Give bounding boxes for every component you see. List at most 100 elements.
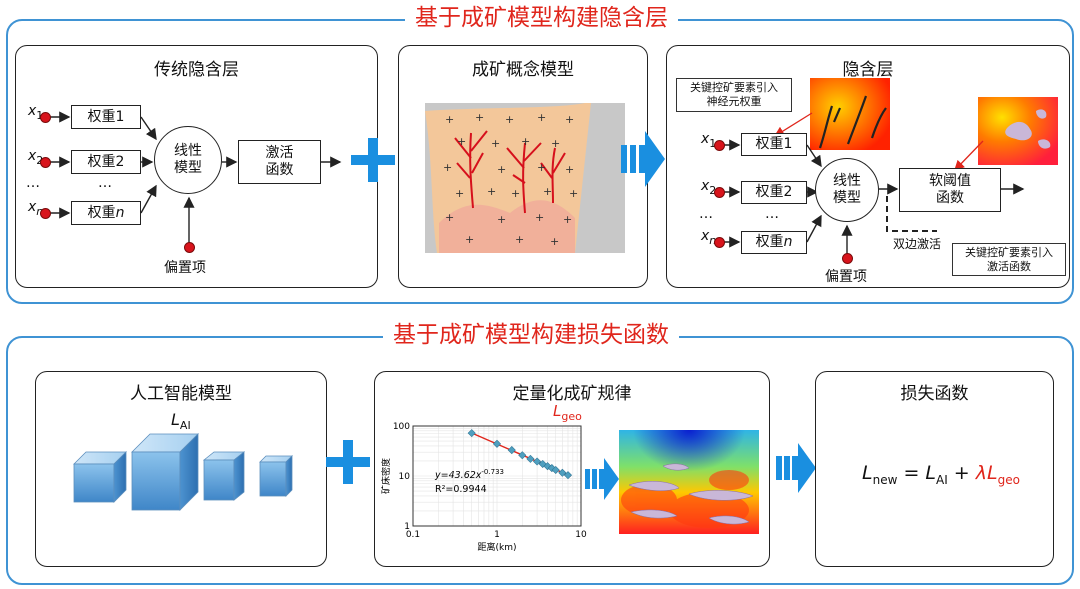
input-xn-label: xn bbox=[701, 228, 717, 247]
svg-text:+: + bbox=[515, 233, 524, 246]
neural-layers-illustration bbox=[73, 433, 293, 511]
x-axis-label: 距离(km) bbox=[477, 541, 516, 553]
input-node-1 bbox=[714, 140, 725, 151]
input-x1-label: x1 bbox=[701, 131, 717, 150]
svg-text:+: + bbox=[445, 113, 454, 126]
data-point bbox=[551, 465, 560, 475]
l-ai-label: LAI bbox=[171, 410, 191, 433]
traditional-hidden-layer-panel: 传统隐含层 x1 x2 … xn 权重1 权重2 … 权重n 线性 模型 偏置项… bbox=[15, 45, 378, 288]
svg-text:+: + bbox=[443, 161, 452, 174]
svg-text:+: + bbox=[505, 113, 514, 126]
y-tick-label: 100 bbox=[393, 422, 410, 432]
arrow-right-icon bbox=[776, 443, 816, 493]
x-tick-label: 0.1 bbox=[406, 530, 420, 540]
weight-dots: … bbox=[765, 206, 779, 222]
y-tick-label: 10 bbox=[399, 472, 411, 482]
r2-label: R²=0.9944 bbox=[435, 484, 487, 495]
input-dots: … bbox=[699, 206, 713, 222]
svg-text:+: + bbox=[565, 113, 574, 126]
input-x1-label: x1 bbox=[28, 103, 43, 122]
heatmap-weights bbox=[810, 78, 890, 150]
svg-text:+: + bbox=[537, 161, 546, 174]
loss-function-panel: 损失函数 Lnew = LAI + λLgeo bbox=[815, 371, 1054, 567]
data-point bbox=[467, 429, 476, 438]
plus-icon bbox=[326, 440, 370, 484]
panel-title: 隐含层 bbox=[842, 60, 894, 80]
data-point bbox=[507, 446, 516, 455]
svg-text:+: + bbox=[457, 135, 466, 148]
ai-model-panel: 人工智能模型 LAI bbox=[35, 371, 327, 567]
weight-dots: … bbox=[98, 175, 112, 191]
knowledge-hidden-layer-panel: 隐含层 关键控矿要素引入 神经元权重 bbox=[666, 45, 1070, 288]
data-point bbox=[533, 457, 542, 466]
loss-formula: Lnew = LAI + λLgeo bbox=[862, 462, 1020, 487]
activation-note: 关键控矿要素引入 激活函数 bbox=[952, 243, 1066, 276]
input-dots: … bbox=[26, 175, 40, 191]
weight-note: 关键控矿要素引入 神经元权重 bbox=[676, 78, 792, 112]
svg-text:+: + bbox=[491, 137, 500, 150]
svg-text:+: + bbox=[537, 111, 546, 124]
soft-threshold-box: 软阈值 函数 bbox=[899, 168, 1001, 212]
svg-text:+: + bbox=[543, 185, 552, 198]
input-node-n bbox=[714, 237, 725, 248]
panel-title: 人工智能模型 bbox=[130, 384, 232, 404]
data-point bbox=[563, 471, 573, 480]
equation-label: y=43.62x-0.733 bbox=[434, 468, 504, 481]
data-point bbox=[518, 451, 527, 460]
arrow-right-icon bbox=[621, 131, 665, 187]
plot-frame bbox=[412, 425, 582, 527]
bilateral-activation-label: 双边激活 bbox=[893, 237, 942, 251]
svg-text:+: + bbox=[563, 213, 572, 226]
bias-label: 偏置项 bbox=[825, 269, 867, 285]
data-point bbox=[526, 454, 535, 463]
x-tick-label: 10 bbox=[575, 530, 587, 540]
input-node-2 bbox=[714, 187, 725, 198]
concept-model-illustration: +++++ ++++ ++++ +++++ ++++ +++ bbox=[425, 103, 625, 253]
svg-text:+: + bbox=[535, 211, 544, 224]
activation-box: 激活 函数 bbox=[238, 140, 321, 184]
svg-text:+: + bbox=[550, 235, 559, 248]
weight-2-box: 权重2 bbox=[71, 150, 141, 174]
svg-text:+: + bbox=[551, 137, 560, 150]
input-x2-label: x2 bbox=[28, 148, 43, 167]
svg-text:+: + bbox=[465, 233, 474, 246]
linear-model-node: 线性 模型 bbox=[815, 158, 879, 222]
arrow-right-icon bbox=[585, 458, 619, 500]
input-node-1 bbox=[40, 112, 51, 123]
bias-node bbox=[842, 253, 853, 264]
y-axis-label: 矿床密度 bbox=[380, 458, 392, 494]
panel-title: 损失函数 bbox=[900, 384, 969, 404]
input-node-2 bbox=[40, 157, 51, 168]
bias-label: 偏置项 bbox=[164, 260, 206, 276]
panel-title: 定量化成矿规律 bbox=[512, 384, 632, 404]
svg-text:+: + bbox=[565, 163, 574, 176]
svg-text:+: + bbox=[497, 163, 506, 176]
svg-text:+: + bbox=[497, 213, 506, 226]
concept-model-panel: 成矿概念模型 +++++ ++++ ++++ +++++ ++++ +++ bbox=[398, 45, 648, 288]
panel-title: 传统隐含层 bbox=[154, 60, 239, 80]
weight-1-box: 权重1 bbox=[741, 133, 807, 156]
svg-text:+: + bbox=[487, 185, 496, 198]
data-point bbox=[558, 468, 567, 477]
svg-text:+: + bbox=[569, 187, 578, 200]
svg-text:+: + bbox=[455, 187, 464, 200]
svg-text:+: + bbox=[521, 135, 530, 148]
svg-text:+: + bbox=[445, 211, 454, 224]
data-point bbox=[492, 439, 502, 448]
linear-model-node: 线性 模型 bbox=[154, 126, 222, 194]
heatmap-geo-prediction bbox=[619, 430, 759, 534]
input-x2-label: x2 bbox=[701, 178, 717, 197]
heatmap-activation bbox=[978, 97, 1058, 165]
bottom-section-title: 基于成矿模型构建损失函数 bbox=[383, 321, 679, 349]
weight-2-box: 权重2 bbox=[741, 181, 807, 204]
x-tick-label: 1 bbox=[494, 530, 500, 540]
top-section-title: 基于成矿模型构建隐含层 bbox=[405, 4, 678, 32]
svg-text:+: + bbox=[511, 187, 520, 200]
weight-1-box: 权重1 bbox=[71, 105, 141, 129]
plus-icon bbox=[351, 138, 395, 182]
input-node-n bbox=[40, 208, 51, 219]
